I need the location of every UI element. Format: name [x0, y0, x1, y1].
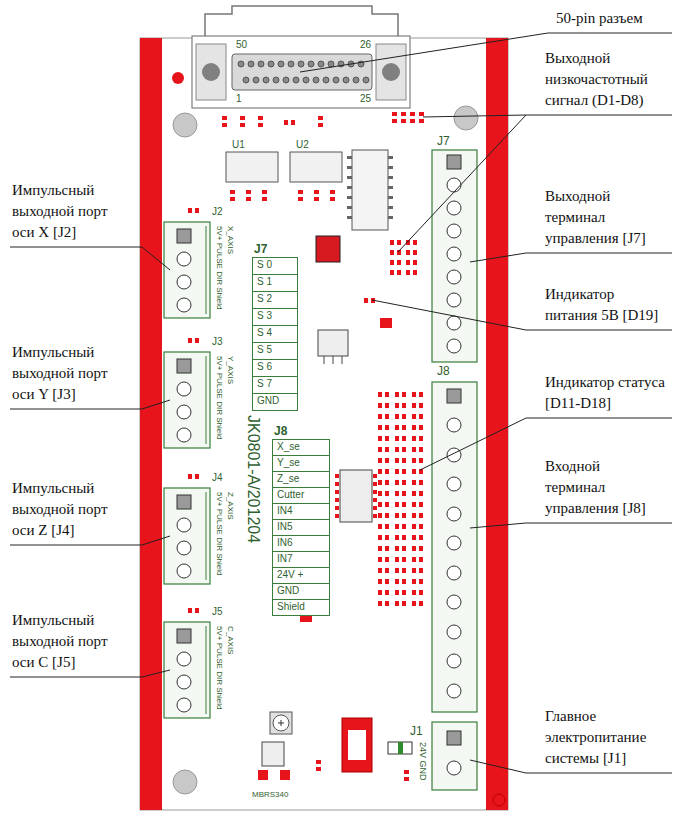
table-cell: S 0	[252, 257, 298, 275]
axis-label: Z_AXIS	[226, 492, 235, 520]
axis-label: C_AXIS	[226, 626, 235, 654]
leader-line	[470, 253, 526, 262]
table-cell: IN5	[272, 519, 330, 536]
header-connector	[192, 6, 410, 108]
leader-line	[470, 760, 526, 773]
callout-label: Выходной низкочастотный сигнал (D1-D8)	[545, 48, 670, 111]
pin-number: 1	[236, 93, 242, 105]
callout-underline	[548, 33, 672, 34]
axis-label: X_AXIS	[226, 226, 235, 254]
table-cell: S 4	[252, 325, 298, 343]
table-heading: J8	[274, 424, 287, 438]
leader-line	[142, 400, 170, 409]
table-cell: S 1	[252, 274, 298, 292]
leader-line	[142, 670, 170, 677]
pin-labels: 5V+ PULSE DIR Shield	[215, 356, 224, 439]
leader-line	[372, 300, 526, 330]
pin-number: 25	[360, 93, 371, 105]
callout-label: Импульсный выходной порт оси C [J5]	[12, 610, 124, 673]
pin-labels: 5V+ PULSE DIR Shield	[215, 492, 224, 575]
leader-line	[398, 115, 526, 252]
callout-label: Главное электропитание системы [J1]	[545, 706, 660, 769]
table-cell: GND	[252, 393, 298, 411]
leader-line	[300, 33, 548, 72]
table-cell: X_se	[272, 439, 330, 456]
connector-ref: J4	[212, 472, 223, 484]
leader-line	[142, 536, 170, 545]
pin-labels: 5V+ PULSE DIR Shield	[215, 226, 224, 309]
connector-ref: J8	[437, 364, 450, 378]
table-cell: IN4	[272, 503, 330, 520]
callout-underline	[526, 115, 672, 116]
callout-underline	[526, 253, 672, 254]
callout-label: Индикатор питания 5В [D19]	[545, 284, 665, 326]
connector-ref: J1	[410, 724, 423, 738]
callout-underline	[10, 677, 142, 678]
marker-dot	[172, 72, 184, 84]
board-name: JK0801-A/201204	[244, 415, 262, 543]
connector-ref: J2	[212, 206, 223, 218]
pin-number: 26	[360, 39, 371, 51]
signal-table: J7S 0S 1S 2S 3S 4S 5S 6S 7GND	[252, 258, 298, 411]
table-cell: Z_se	[272, 471, 330, 488]
leader-line	[420, 418, 526, 470]
axis-label: Y_AXIS	[226, 356, 235, 384]
ic-chip	[226, 150, 393, 766]
connector-ref: J7	[437, 134, 450, 148]
callout-label: Индикатор статуса [D11-D18]	[545, 372, 675, 414]
pin-number: 50	[236, 39, 247, 51]
leader-line	[470, 523, 526, 528]
callout-underline	[10, 545, 142, 546]
chip-ref: U1	[232, 139, 245, 151]
pin-labels: 24V GND	[418, 742, 428, 781]
table-cell: IN6	[272, 535, 330, 552]
chip-ref: U2	[296, 139, 309, 151]
callout-label: 50-pin разъем	[556, 8, 643, 29]
callout-underline	[526, 330, 672, 331]
board-edge-strip	[140, 38, 162, 810]
marker-dot	[493, 794, 505, 806]
table-cell: S 6	[252, 359, 298, 377]
part-number: MBRS340	[252, 790, 288, 799]
table-cell: IN7	[272, 551, 330, 568]
table-heading: J7	[254, 242, 267, 256]
connector-ref: J3	[212, 336, 223, 348]
table-cell: Shield	[272, 599, 330, 616]
callout-underline	[526, 773, 672, 774]
leader-line	[142, 247, 170, 270]
callout-underline	[526, 523, 672, 524]
callout-label: Импульсный выходной порт оси Y [J3]	[12, 342, 124, 405]
callout-underline	[10, 247, 142, 248]
pin-labels: 5V+ PULSE DIR Shield	[215, 626, 224, 709]
board-outline	[140, 38, 508, 810]
terminal-block	[164, 150, 477, 790]
callout-underline	[10, 409, 142, 410]
table-cell: S 7	[252, 376, 298, 394]
table-cell: 24V +	[272, 567, 330, 584]
table-cell: S 2	[252, 291, 298, 309]
signal-table: J8X_seY_seZ_seCutterIN4IN5IN6IN724V +GND…	[272, 440, 330, 616]
callout-label: Входной терминал управления [J8]	[545, 456, 663, 519]
smd-pads	[188, 112, 429, 781]
leader-line	[423, 115, 526, 117]
callout-underline	[526, 418, 672, 419]
callout-label: Выходной терминал управления [J7]	[545, 186, 663, 249]
connector-ref: J5	[212, 606, 223, 618]
callout-label: Импульсный выходной порт оси Z [J4]	[12, 478, 124, 541]
capacitor-symbol	[270, 712, 412, 772]
table-cell: GND	[272, 583, 330, 600]
table-cell: S 3	[252, 308, 298, 326]
table-cell: S 5	[252, 342, 298, 360]
mounting-hole	[173, 106, 478, 794]
table-cell: Cutter	[272, 487, 330, 504]
callout-label: Импульсный выходной порт оси X [J2]	[12, 180, 124, 243]
table-cell: Y_se	[272, 455, 330, 472]
